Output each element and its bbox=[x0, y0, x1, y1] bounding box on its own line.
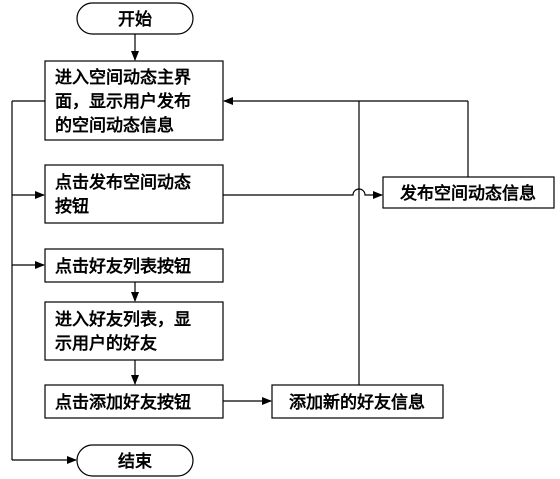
click-publish-line-1: 点击发布空间动态 bbox=[55, 172, 191, 193]
enter-friend-list-line-2: 示用户的好友 bbox=[55, 333, 157, 354]
click-publish-node: 点击发布空间动态 按钮 bbox=[44, 164, 224, 224]
enter-friend-list-line-1: 进入好友列表，显 bbox=[55, 309, 191, 330]
enter-space-line-2: 面，显示用户发布 bbox=[55, 91, 191, 112]
enter-space-node: 进入空间动态主界 面，显示用户发布 的空间动态信息 bbox=[44, 60, 224, 141]
publish-info-label: 发布空间动态信息 bbox=[399, 183, 536, 204]
enter-space-line-1: 进入空间动态主界 bbox=[55, 67, 191, 88]
end-terminal: 结束 bbox=[76, 444, 194, 477]
start-terminal: 开始 bbox=[76, 2, 194, 35]
click-publish-line-2: 按钮 bbox=[55, 196, 89, 217]
start-label: 开始 bbox=[118, 9, 152, 30]
arrow-click-publish-to-publish-info bbox=[223, 188, 383, 199]
click-friend-list-node: 点击好友列表按钮 bbox=[44, 248, 224, 283]
add-friend-info-label: 添加新的好友信息 bbox=[289, 392, 425, 413]
click-add-friend-node: 点击添加好友按钮 bbox=[44, 384, 224, 419]
click-add-friend-label: 点击添加好友按钮 bbox=[55, 392, 191, 413]
click-friend-list-label: 点击好友列表按钮 bbox=[55, 256, 191, 277]
enter-space-line-3: 的空间动态信息 bbox=[55, 115, 174, 136]
add-friend-info-node: 添加新的好友信息 bbox=[271, 384, 444, 419]
publish-info-node: 发布空间动态信息 bbox=[382, 176, 555, 209]
end-label: 结束 bbox=[118, 451, 152, 472]
enter-friend-list-node: 进入好友列表，显 示用户的好友 bbox=[44, 301, 224, 361]
